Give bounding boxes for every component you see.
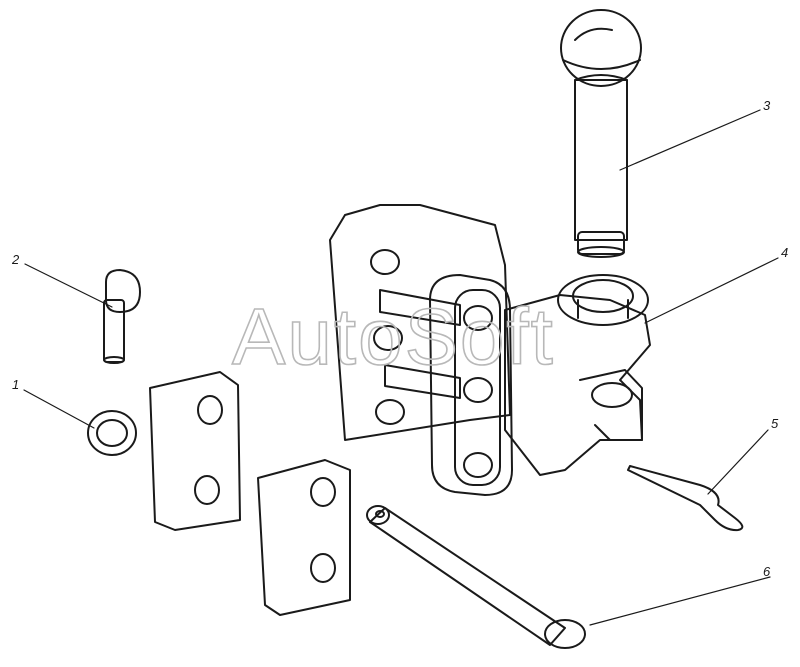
small-pin-part-2 [103, 269, 141, 364]
callout-6: 6 [763, 564, 771, 579]
leader-line-3 [619, 109, 761, 171]
shim-plate-rear [149, 371, 241, 531]
callout-5: 5 [771, 416, 779, 431]
cotter-pin-part-5 [627, 465, 744, 532]
ball-pin-part-3 [560, 9, 642, 258]
ring-part-1 [87, 410, 137, 456]
shim-plate-front [257, 459, 351, 616]
leader-line-6 [589, 576, 771, 626]
callout-3: 3 [763, 98, 771, 113]
watermark-text: AutoSoft [232, 292, 555, 381]
leader-line-5 [707, 429, 769, 495]
long-pin-part-6 [366, 505, 586, 649]
leader-line-4 [644, 257, 779, 324]
leader-lines [23, 109, 779, 626]
callout-4: 4 [781, 245, 788, 260]
hitch-body-part-4 [329, 204, 651, 496]
leader-line-2 [24, 263, 113, 308]
callout-2: 2 [11, 252, 20, 267]
callout-1: 1 [12, 377, 19, 392]
leader-line-1 [23, 389, 95, 429]
